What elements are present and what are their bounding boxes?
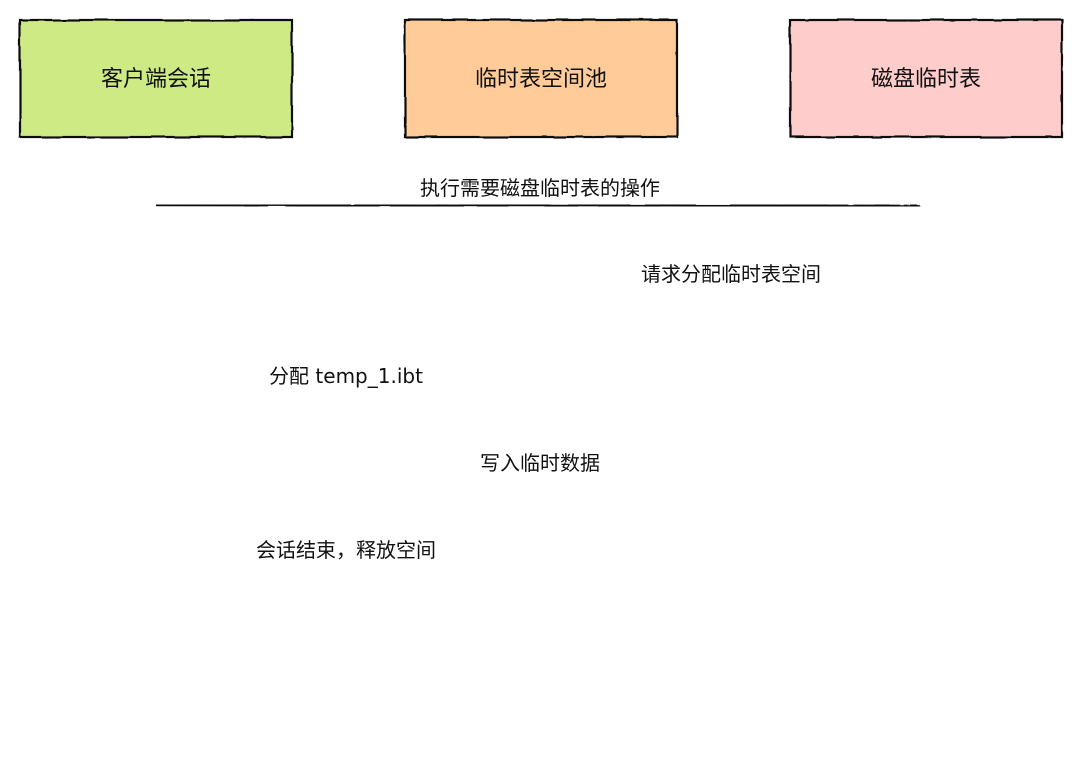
message-label: 请求分配临时表空间 xyxy=(641,262,821,286)
participant-client: 客户端会话 xyxy=(18,18,294,139)
message-write-temp-data: 写入临时数据 xyxy=(156,451,921,485)
message-session-end-release-space: 会话结束，释放空间 xyxy=(156,538,536,572)
participant-label: 磁盘临时表 xyxy=(871,67,981,92)
message-execute-disk-temp-operation: 执行需要磁盘临时表的操作 xyxy=(155,176,921,211)
participant-disk-temp-table: 磁盘临时表 xyxy=(788,18,1064,139)
participant-box xyxy=(403,18,679,139)
message-label: 写入临时数据 xyxy=(480,451,600,475)
message-label: 会话结束，释放空间 xyxy=(256,538,436,562)
participant-label: 客户端会话 xyxy=(101,67,211,92)
message-request-temp-space: 请求分配临时表空间 xyxy=(546,262,926,297)
participant-box xyxy=(18,18,294,139)
message-label: 分配 temp_1.ibt xyxy=(269,364,423,388)
message-allocate-temp-file: 分配 temp_1.ibt xyxy=(161,364,541,399)
message-arrow xyxy=(155,200,921,211)
participant-temp-tablespace-pool: 临时表空间池 xyxy=(403,18,679,139)
message-label: 执行需要磁盘临时表的操作 xyxy=(420,176,660,200)
participant-label: 临时表空间池 xyxy=(475,67,607,92)
participant-box xyxy=(788,18,1064,139)
